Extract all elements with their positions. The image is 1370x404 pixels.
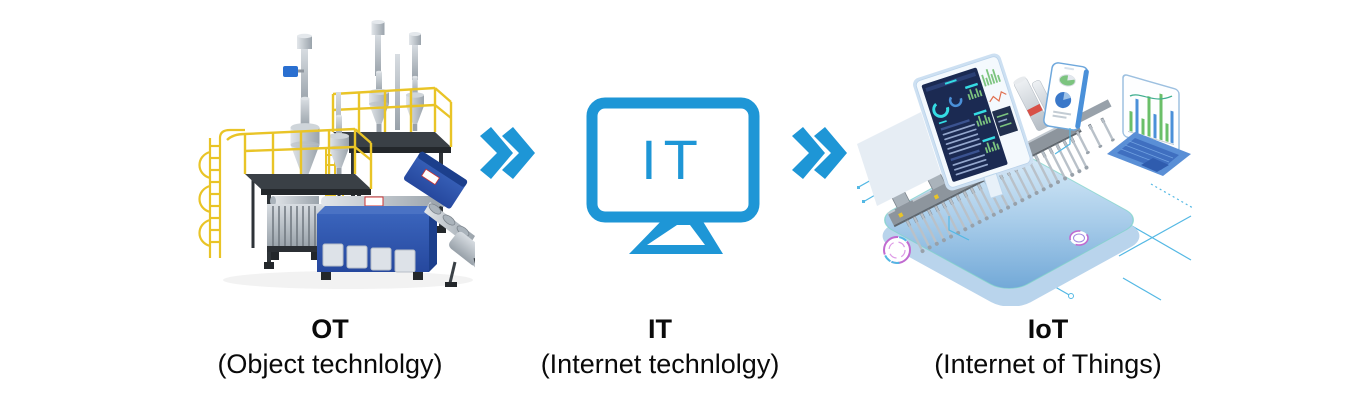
access-panels (322, 243, 416, 273)
extruder-body (317, 196, 447, 280)
valve-motor (283, 66, 298, 77)
dashboard-monitor (913, 53, 1034, 199)
iot-illustration (857, 24, 1193, 306)
floor-shadow (223, 271, 473, 289)
stage-title-it: IT (648, 314, 672, 344)
stage-subtitle-it: (Internet technlolgy) (540, 349, 780, 379)
stage-subtitle-ot: (Object technlolgy) (217, 349, 443, 379)
rear-railing (331, 86, 453, 147)
it-monitor-icon: IT (585, 96, 761, 258)
phone-link-line (1054, 128, 1071, 155)
circuit-node-square (862, 200, 865, 203)
gearbox (267, 196, 325, 260)
trackpad (1141, 158, 1169, 172)
smartphone (1043, 62, 1089, 131)
monitor-stand (983, 172, 1004, 199)
warning-label (364, 196, 384, 207)
cyclone-hopper (290, 96, 320, 186)
ot-machine-illustration (183, 6, 475, 294)
extruder-machine-icon (198, 20, 475, 289)
laptop-bar-chart (1129, 93, 1174, 144)
circuit-node-dot (1068, 293, 1074, 299)
front-railing (226, 127, 373, 189)
monitor-stand (629, 215, 723, 254)
stage-title-iot: IoT (1027, 314, 1069, 344)
side-panel-sparkline (989, 90, 1007, 103)
circuit-node-square (857, 186, 860, 189)
laptop (1107, 74, 1191, 176)
caged-ladder (198, 128, 245, 258)
backdrop-sheet (857, 112, 941, 206)
stage-title-ot: OT (311, 314, 349, 344)
monitor-link-line (948, 216, 970, 241)
side-panel-bars (981, 68, 1001, 87)
double-chevron-icon (790, 127, 848, 179)
caption-iot: IoT (Internet of Things) (898, 312, 1198, 382)
caption-it: IT (Internet technlolgy) (510, 312, 810, 382)
stage-subtitle-iot: (Internet of Things) (934, 349, 1162, 379)
caption-ot: OT (Object technlolgy) (180, 312, 480, 382)
dashboard-screen (921, 67, 1008, 182)
monitor-screen-label: IT (641, 128, 705, 191)
cyclone-hopper (406, 75, 424, 131)
network-node (1069, 230, 1089, 246)
double-chevron-icon (478, 127, 536, 179)
angled-die-assembly (403, 151, 475, 287)
